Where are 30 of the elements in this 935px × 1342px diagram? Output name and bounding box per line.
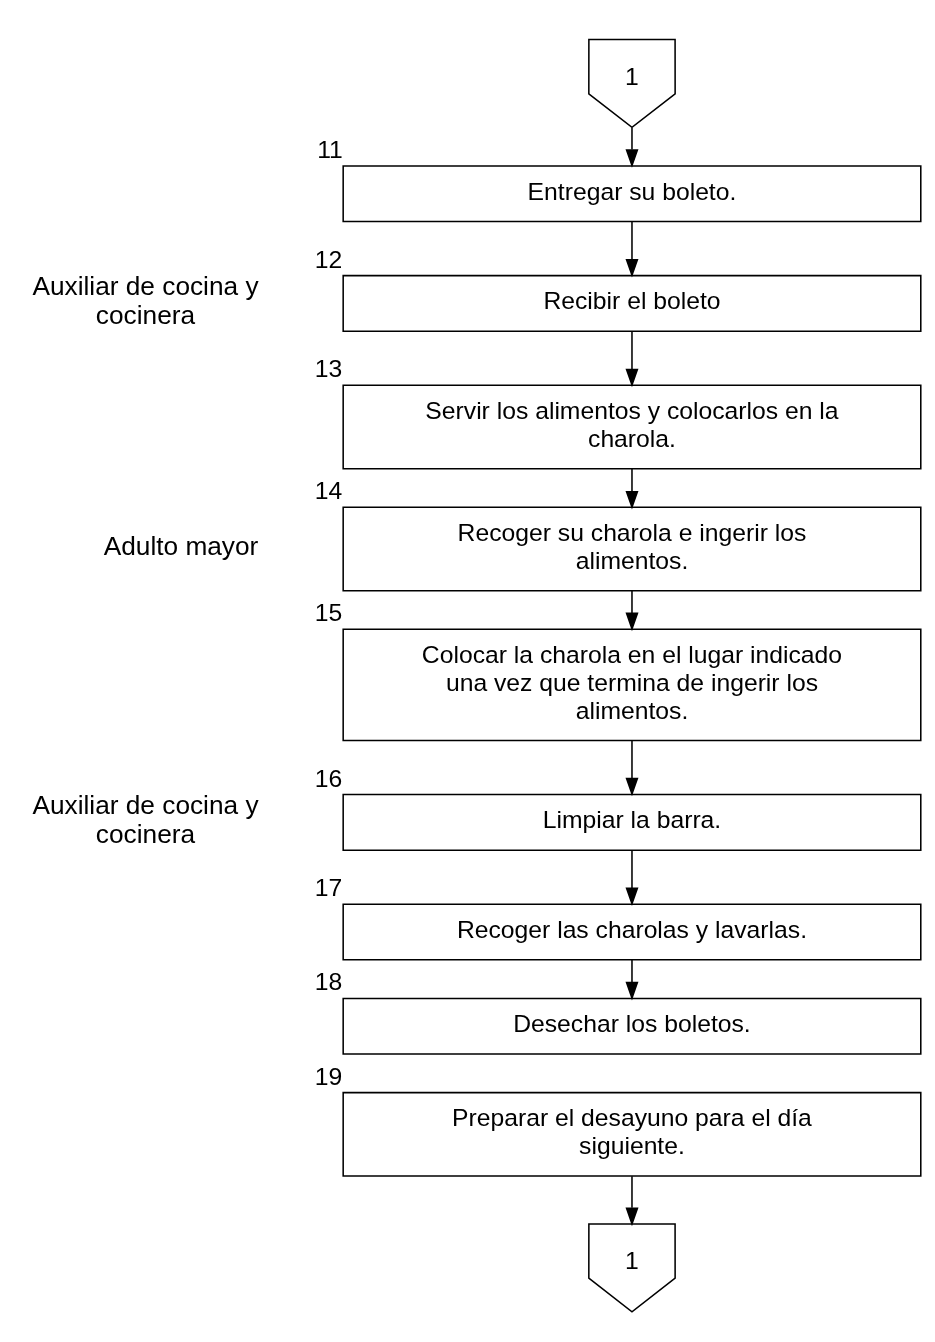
label: Auxiliar de cocina y cocinera <box>32 271 259 331</box>
arrow <box>625 330 639 388</box>
arrow <box>625 739 639 797</box>
node-label: 16 <box>314 764 343 792</box>
node-box: Recoger su charola e ingerir los alimentos. <box>342 506 922 592</box>
arrow <box>625 590 639 632</box>
node-box: Servir los alimentos y colocarlos en la charola. <box>342 384 922 470</box>
node-label: 15 <box>314 599 343 627</box>
node-label: 14 <box>314 477 343 505</box>
node-label: 19 <box>314 1062 343 1090</box>
arrow <box>625 127 639 168</box>
node-label: 12 <box>314 245 343 273</box>
node-box: Colocar la charola en el lugar indicado una vez que termina de ingerir los alimentos. <box>342 628 922 742</box>
node-box: Desechar los boletos. <box>342 997 922 1055</box>
node-label: 11 <box>317 135 343 163</box>
node-box: Preparar el desayuno para el día siguiente. <box>342 1091 922 1177</box>
node-box: Recibir el boleto <box>342 274 922 332</box>
node-box: Limpiar la barra. <box>342 793 922 851</box>
label: Adulto mayor <box>103 531 259 562</box>
node-label: 18 <box>314 968 343 996</box>
arrow <box>625 959 639 1001</box>
node-label: 13 <box>314 355 343 383</box>
arrow <box>625 1175 639 1227</box>
label: Auxiliar de cocina y cocinera <box>32 790 259 850</box>
node-box: Recoger las charolas y lavarlas. <box>342 903 922 961</box>
arrow <box>625 849 639 906</box>
arrow <box>625 468 639 510</box>
arrow <box>625 220 639 278</box>
node-box: Entregar su boleto. <box>342 165 922 223</box>
node-label: 17 <box>314 874 343 902</box>
